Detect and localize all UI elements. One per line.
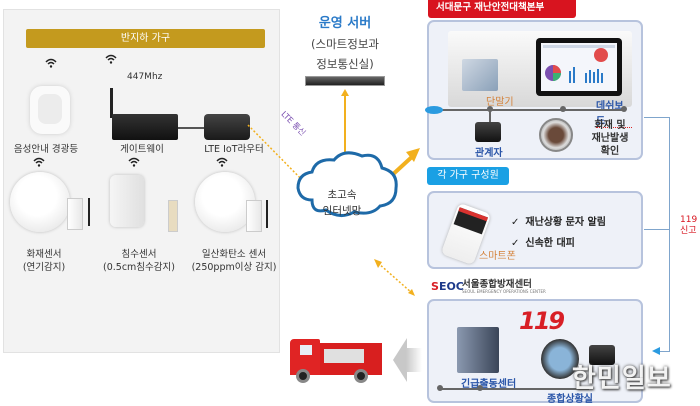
report-line xyxy=(669,117,670,351)
network-router-icon xyxy=(425,106,443,114)
seoc-subtitle: SEOUL EMERGENCY OPERATIONS CENTER xyxy=(462,289,546,294)
module-antenna xyxy=(88,198,90,226)
terminal-label: 단말기 xyxy=(486,97,514,108)
check-item-evacuate: ✓신속한 대피 xyxy=(511,238,575,249)
wifi-icon xyxy=(105,54,117,64)
internet-cloud-icon xyxy=(296,151,398,217)
check-item-alert: ✓재난상황 문자 알림 xyxy=(511,217,606,228)
dispatch-center-label: 긴급출동센터 xyxy=(461,379,517,390)
flood-sensor-image xyxy=(110,175,144,227)
device-label-flood: 침수센서(0.5cm침수감지) xyxy=(103,249,175,273)
household-header: 각 가구 구성원 xyxy=(427,167,509,185)
device-label-router: LTE IoT라우터 xyxy=(204,144,264,155)
server-rack-image xyxy=(305,76,385,86)
video-phone-icon xyxy=(589,345,615,365)
truck-window xyxy=(300,345,312,355)
dispatch-arrow-icon xyxy=(393,338,407,382)
truck-wheel xyxy=(296,369,310,383)
gateway-router-cable xyxy=(178,127,204,129)
seoc-panel: 119 긴급출동센터 종합상황실 xyxy=(427,299,643,405)
network-node xyxy=(560,106,566,112)
smartphone-label: 스마트폰 xyxy=(479,251,516,262)
dispatch-arrow-tail xyxy=(406,348,422,372)
basement-household-title: 반지하 가구 xyxy=(26,29,265,48)
fire-alert-icon xyxy=(594,48,608,62)
voice-alarm-light-image xyxy=(30,86,70,134)
report-line xyxy=(660,351,670,352)
sensor-module-image xyxy=(246,200,262,232)
network-line xyxy=(439,388,589,390)
report-line xyxy=(644,229,670,230)
hq-monitoring-area: 단말기 데쉬보드 xyxy=(448,31,632,128)
co-sensor-image xyxy=(195,172,255,232)
device-label-fire: 화재센서(연기감지) xyxy=(22,249,66,273)
device-label-gateway: 게이트웨이 xyxy=(120,144,164,155)
dashboard-label: 데쉬보드 xyxy=(596,97,632,128)
network-node xyxy=(437,385,443,391)
sensor-module-image xyxy=(67,198,83,230)
hq-header: 서대문구 재난안전대책본부 xyxy=(428,0,576,18)
wifi-icon xyxy=(128,157,140,167)
watermark: 한민일보 xyxy=(572,364,672,394)
network-node xyxy=(477,385,483,391)
gateway-antenna xyxy=(110,88,113,118)
dashboard-chart-icon xyxy=(543,45,615,83)
basement-household-panel: 반지하 가구 447Mhz 음성안내 경광등 게이트웨이 LTE IoT라우터 … xyxy=(3,9,280,353)
operator-image xyxy=(541,339,579,379)
module-antenna xyxy=(266,200,268,228)
wifi-icon xyxy=(45,58,57,68)
lte-router-image xyxy=(204,114,250,140)
seoc-name: 서울종합방재센터 xyxy=(462,279,532,290)
gateway-image xyxy=(112,114,178,140)
wifi-icon xyxy=(216,157,228,167)
desk-phone-icon xyxy=(475,122,501,142)
situation-room-label: 종합상황실 xyxy=(547,394,593,405)
fire-truck-image xyxy=(290,335,382,383)
flood-probe-image xyxy=(168,200,178,232)
seoc-logo: SEOC xyxy=(431,280,464,293)
device-label-co: 일산화탄소 센서(250ppm이상 감지) xyxy=(191,249,277,273)
fire-sensor-image xyxy=(10,172,70,232)
arrow-left-icon xyxy=(652,347,660,355)
device-label-alarm: 음성안내 경광등 xyxy=(13,144,79,155)
wifi-icon xyxy=(33,157,45,167)
dashboard-tablet-image xyxy=(536,38,622,96)
logo-119: 119 xyxy=(519,307,565,335)
report-line xyxy=(644,117,670,118)
household-panel: ✓재난상황 문자 알림 ✓신속한 대피 스마트폰 xyxy=(427,191,643,269)
network-drop xyxy=(489,109,491,123)
frequency-label: 447Mhz xyxy=(127,72,163,82)
truck-panel xyxy=(324,349,364,363)
people-meeting-icon xyxy=(539,118,573,152)
terminal-pc-image xyxy=(462,59,498,91)
dashboard-screen xyxy=(541,43,617,91)
network-line xyxy=(433,109,625,111)
truck-wheel xyxy=(354,369,368,383)
staff-label: 관계자 xyxy=(475,148,503,159)
network-node xyxy=(621,106,627,112)
dispatch-server-image xyxy=(457,327,499,373)
server-title: 운영 서버 xyxy=(318,16,372,31)
